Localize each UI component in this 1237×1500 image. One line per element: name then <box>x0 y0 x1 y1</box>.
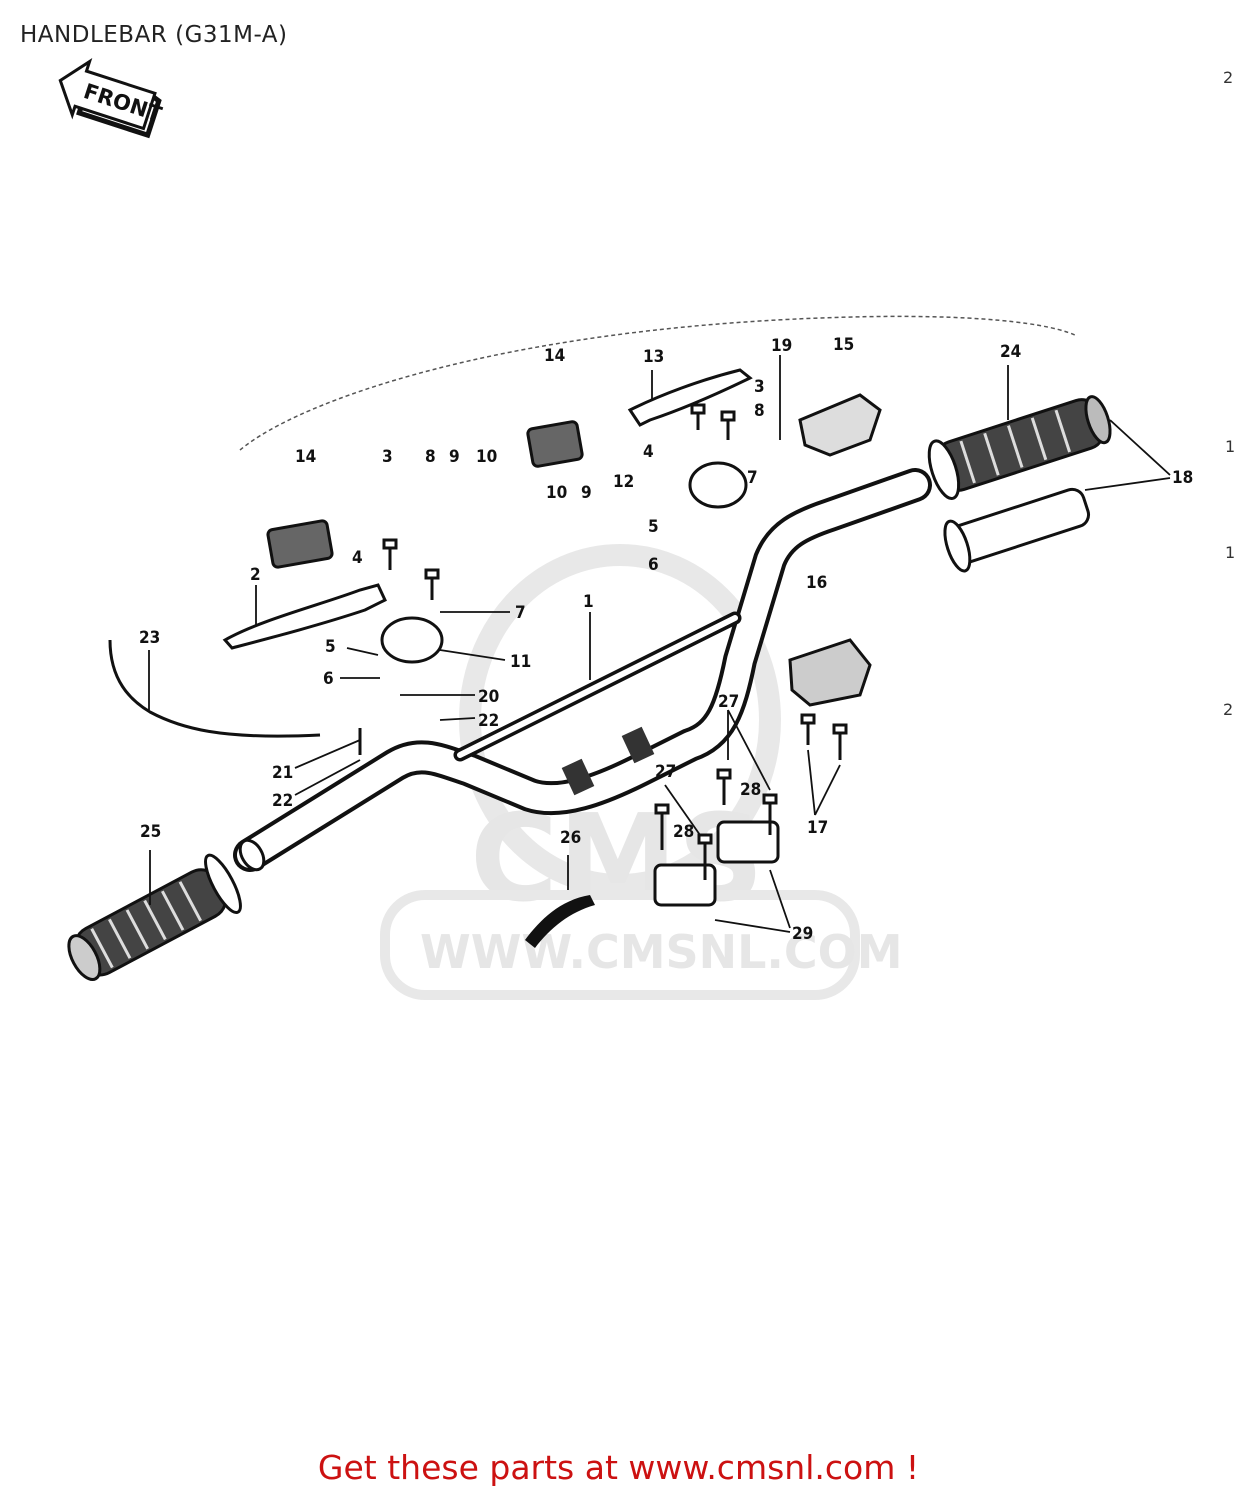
left-switch <box>266 519 334 569</box>
band-clip <box>525 895 595 948</box>
part-label-22: 22 <box>478 711 499 731</box>
brake-lever <box>627 368 753 427</box>
part-label-7: 7 <box>515 603 526 623</box>
edge-mark: 1 <box>1225 437 1236 456</box>
handlebar <box>233 468 932 872</box>
part-label-2: 2 <box>250 565 261 585</box>
watermark: CMS WWW.CMSNL.COM <box>380 544 903 1000</box>
part-label-10: 10 <box>476 447 497 467</box>
part-label-16: 16 <box>806 573 827 593</box>
part-label-20: 20 <box>478 687 499 707</box>
part-label-27b: 27 <box>655 762 676 782</box>
part-label-7b: 7 <box>747 468 758 488</box>
part-label-13: 13 <box>643 347 664 367</box>
edge-mark: 2 <box>1223 700 1234 719</box>
left-grip <box>67 853 242 981</box>
wire-harness <box>108 639 321 738</box>
part-label-29: 29 <box>792 924 813 944</box>
part-label-11: 11 <box>510 652 531 672</box>
throttle-tube <box>943 487 1091 573</box>
part-label-3: 3 <box>382 447 393 467</box>
throttle-housing-upper <box>798 393 882 457</box>
part-label-21: 21 <box>272 763 293 783</box>
watermark-logo-text: CMS <box>470 790 764 929</box>
part-label-4b: 4 <box>643 442 654 462</box>
left-lever-holder <box>380 616 444 664</box>
part-label-1: 1 <box>583 592 594 612</box>
part-label-28b: 28 <box>673 822 694 842</box>
leader-lines <box>148 355 1171 933</box>
part-label-23: 23 <box>139 628 160 648</box>
right-switch <box>526 420 584 468</box>
part-label-3b: 3 <box>754 377 765 397</box>
part-label-10b: 10 <box>546 483 567 503</box>
part-label-9: 9 <box>449 447 460 467</box>
part-label-5b: 5 <box>648 517 659 537</box>
part-label-6: 6 <box>323 669 334 689</box>
clutch-lever <box>222 583 387 650</box>
part-label-26: 26 <box>560 828 581 848</box>
part-label-14b: 14 <box>544 346 565 366</box>
tank-outline <box>239 315 1076 451</box>
edge-mark: 1 <box>1225 543 1236 562</box>
part-label-27: 27 <box>718 692 739 712</box>
part-label-14: 14 <box>295 447 316 467</box>
right-grip <box>927 395 1112 500</box>
bolts <box>358 403 848 880</box>
right-lever-holder <box>688 461 748 509</box>
part-label-6b: 6 <box>648 555 659 575</box>
page-title: HANDLEBAR (G31M-A) <box>20 22 288 48</box>
part-label-5: 5 <box>325 637 336 657</box>
part-label-22b: 22 <box>272 791 293 811</box>
part-label-25: 25 <box>140 822 161 842</box>
part-label-4: 4 <box>352 548 363 568</box>
clamp-left <box>653 863 717 907</box>
front-arrow-icon: FRONT <box>58 58 165 139</box>
part-label-15: 15 <box>833 335 854 355</box>
part-label-8: 8 <box>425 447 436 467</box>
part-label-28: 28 <box>740 780 761 800</box>
part-label-9b: 9 <box>581 483 592 503</box>
edge-mark: 2 <box>1223 68 1234 87</box>
footer-link[interactable]: Get these parts at www.cmsnl.com ! <box>0 1448 1237 1487</box>
watermark-url-text: WWW.CMSNL.COM <box>420 925 903 979</box>
part-label-12: 12 <box>613 472 634 492</box>
throttle-housing-lower <box>788 638 872 707</box>
clamp-right <box>716 820 780 864</box>
part-labels: 1 2 3 3 4 4 5 5 6 6 7 7 8 8 9 9 10 10 11… <box>139 335 1193 944</box>
footer-link-text[interactable]: Get these parts at www.cmsnl.com ! <box>317 1448 920 1487</box>
part-label-8b: 8 <box>754 401 765 421</box>
part-label-24: 24 <box>1000 342 1021 362</box>
part-label-19: 19 <box>771 336 792 356</box>
part-label-18: 18 <box>1172 468 1193 488</box>
part-label-17: 17 <box>807 818 828 838</box>
